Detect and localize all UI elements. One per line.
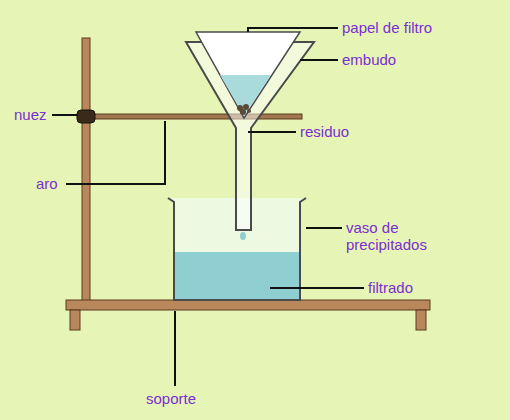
drop <box>240 232 246 240</box>
leader-line <box>306 227 342 229</box>
residue <box>237 104 251 115</box>
funnel-liquid <box>220 75 271 116</box>
part-label: embudo <box>342 51 396 68</box>
leader-line <box>174 311 176 386</box>
stand-rod <box>82 38 90 304</box>
part-label: aro <box>36 175 58 192</box>
part-label: residuo <box>300 123 349 140</box>
leader-line <box>66 121 165 184</box>
filter-paper <box>196 32 300 118</box>
part-label: vaso de precipitados <box>346 219 466 253</box>
leader-line <box>270 287 364 289</box>
filtrate-liquid <box>175 252 299 299</box>
stand-foot <box>70 310 80 330</box>
leader-line <box>248 131 296 133</box>
leader-lines <box>52 28 364 386</box>
ring-rod <box>88 114 302 119</box>
part-label: filtrado <box>368 279 413 296</box>
stand-foot <box>416 310 426 330</box>
part-label: papel de filtro <box>342 19 432 36</box>
clamp <box>77 110 95 123</box>
stand-base <box>66 300 430 310</box>
part-label: nuez <box>14 106 47 123</box>
leader-line <box>52 114 78 116</box>
leader-line <box>300 59 338 61</box>
leader-line <box>248 28 338 32</box>
part-label: soporte <box>146 390 196 407</box>
